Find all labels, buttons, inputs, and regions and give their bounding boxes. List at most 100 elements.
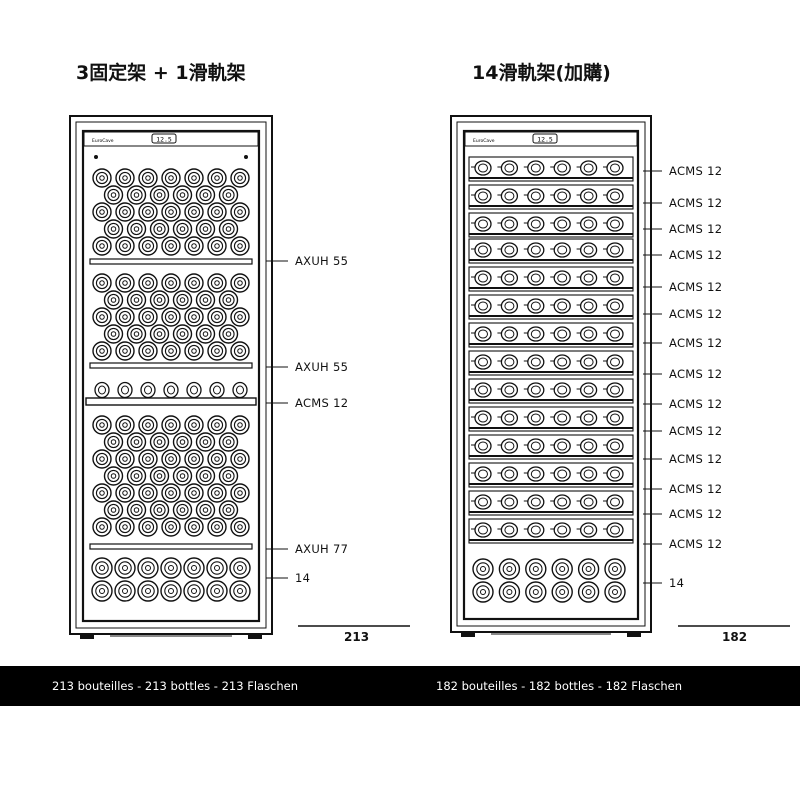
sliding-shelf — [468, 184, 634, 210]
bottle-icon — [160, 580, 182, 602]
bottle-icon — [500, 270, 519, 286]
bottle-icon — [527, 410, 545, 426]
bottle-icon — [184, 273, 204, 293]
foot — [461, 632, 475, 637]
bottle-icon — [184, 483, 204, 503]
bottle-icon — [92, 415, 112, 435]
bottle-icon — [137, 580, 159, 602]
bottle-icon — [500, 160, 519, 176]
bottle-icon — [149, 290, 170, 310]
bottle-icon — [92, 517, 112, 537]
indicator-dot — [94, 155, 98, 159]
bottle-icon — [207, 341, 227, 361]
bottle-icon — [553, 160, 571, 176]
bottle-icon — [91, 557, 113, 579]
right-callout-label: ACMS 12 — [669, 424, 723, 438]
bottle-icon — [172, 466, 193, 486]
bottle-icon — [577, 581, 600, 603]
bottle-icon — [527, 298, 545, 314]
bottle-icon — [527, 326, 545, 342]
bottle-icon — [126, 324, 147, 344]
bottle-icon — [579, 160, 598, 176]
bottle-icon — [606, 298, 624, 314]
bottle-icon — [579, 298, 598, 314]
bottle-icon — [184, 415, 204, 435]
bottle-icon — [606, 522, 624, 538]
bottle-icon — [606, 494, 624, 510]
bottle-icon — [606, 410, 624, 426]
left-cabinet-frame — [69, 115, 273, 635]
bottle-icon — [500, 298, 519, 314]
bottle-icon — [500, 382, 519, 398]
bottle-icon — [184, 168, 204, 188]
bottle-icon — [500, 326, 519, 342]
bottle-icon — [92, 449, 112, 469]
bottle-icon — [472, 558, 494, 580]
sliding-shelf — [468, 490, 634, 516]
bottle-icon — [126, 500, 147, 520]
bottle-icon — [553, 188, 571, 204]
bottle-icon — [500, 354, 519, 370]
fixed-shelf — [89, 362, 253, 369]
bottle-icon — [579, 188, 598, 204]
left-display-readout: 12.5 — [156, 136, 172, 144]
bottle-icon — [186, 381, 202, 399]
bottle-icon — [149, 185, 170, 205]
sliding-shelf — [468, 378, 634, 404]
bottle-icon — [232, 381, 248, 399]
bottle-icon — [218, 466, 239, 486]
sliding-shelf — [468, 434, 634, 460]
bottle-icon — [498, 558, 521, 580]
bottle-icon — [149, 324, 170, 344]
bottle-icon — [161, 449, 181, 469]
bottle-icon — [184, 517, 204, 537]
bottle-icon — [184, 202, 204, 222]
bottle-icon — [500, 438, 519, 454]
bottle-icon — [606, 216, 624, 232]
bottle-icon — [218, 290, 239, 310]
bottle-icon — [149, 500, 170, 520]
bottle-icon — [184, 449, 204, 469]
bottle-icon — [92, 307, 112, 327]
bottle-icon — [527, 216, 545, 232]
bottle-icon — [103, 324, 124, 344]
bottle-icon — [115, 483, 135, 503]
right-config-title: 14滑軌架(加購) — [472, 62, 611, 84]
bottle-icon — [579, 466, 598, 482]
bottle-icon — [161, 517, 181, 537]
bottle-icon — [553, 438, 571, 454]
bottle-icon — [103, 500, 124, 520]
bottle-icon — [115, 449, 135, 469]
bottle-icon — [115, 341, 135, 361]
bottle-icon — [172, 500, 193, 520]
bottle-icon — [161, 483, 181, 503]
bottle-icon — [606, 270, 624, 286]
bottle-icon — [527, 160, 545, 176]
bottle-icon — [230, 202, 250, 222]
bottle-icon — [606, 160, 624, 176]
bottle-icon — [527, 466, 545, 482]
bottle-icon — [138, 415, 158, 435]
right-callout-label: 14 — [669, 576, 685, 590]
bottle-icon — [195, 185, 216, 205]
bottle-icon — [474, 382, 492, 398]
foot — [80, 634, 94, 639]
bottle-icon — [138, 273, 158, 293]
bottle-icon — [527, 354, 545, 370]
bottle-icon — [474, 522, 492, 538]
sliding-shelf — [468, 462, 634, 488]
bottle-icon — [163, 381, 179, 399]
bottle-icon — [161, 273, 181, 293]
bottle-icon — [115, 202, 135, 222]
bottle-icon — [553, 522, 571, 538]
bottle-icon — [103, 290, 124, 310]
right-callout-label: ACMS 12 — [669, 537, 723, 551]
bottle-icon — [553, 270, 571, 286]
bottle-icon — [551, 558, 573, 580]
bottle-icon — [527, 382, 545, 398]
bottle-icon — [604, 558, 626, 580]
sliding-shelf — [468, 156, 634, 182]
bottle-icon — [207, 517, 227, 537]
bottle-icon — [218, 185, 239, 205]
left-callout-label: ACMS 12 — [295, 396, 349, 410]
